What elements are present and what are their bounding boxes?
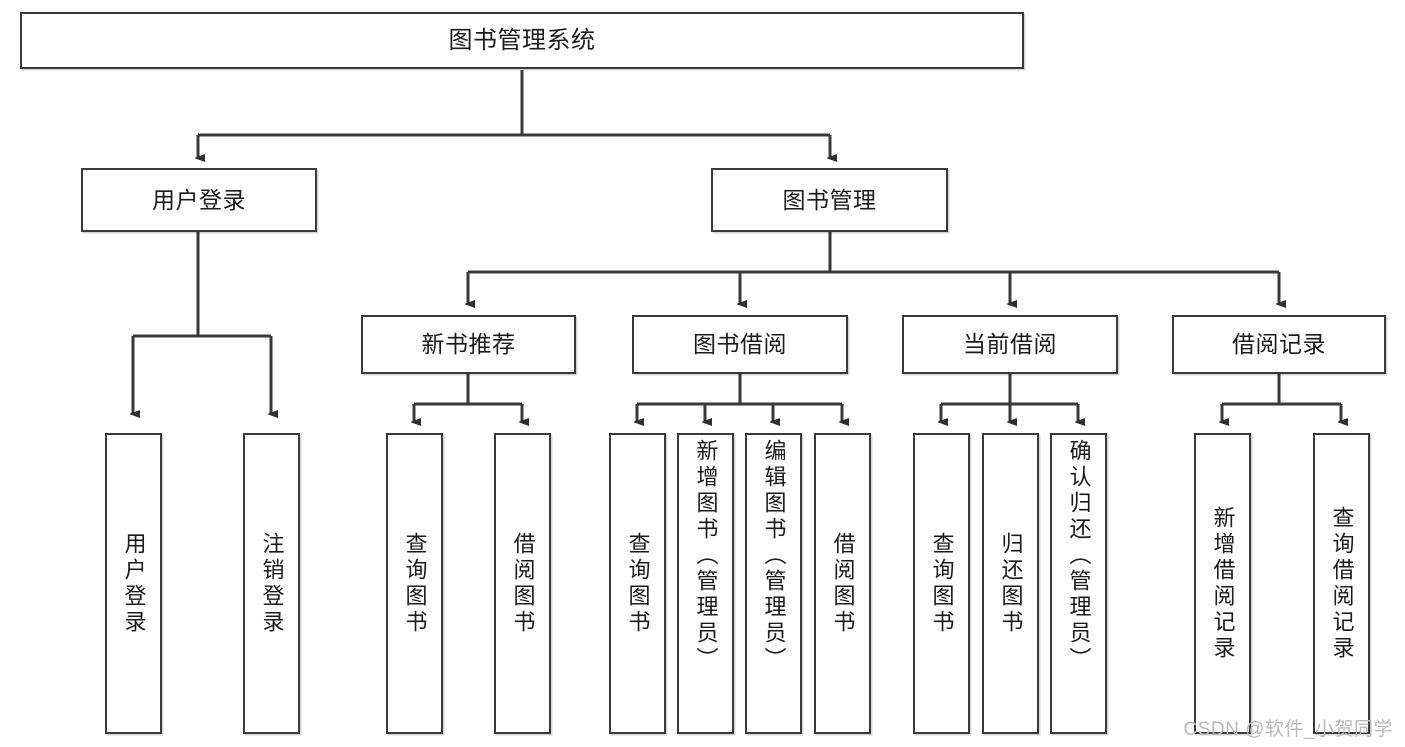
leaf-new-book-borrow-books[interactable]: 借阅图书: [494, 433, 551, 734]
node-book-management-system[interactable]: 图书管理系统: [20, 12, 1024, 69]
node-new-book-recommendation[interactable]: 新书推荐: [361, 315, 576, 374]
leaf-label: 注销登录: [259, 531, 285, 636]
leaf-user-login-signin[interactable]: 用户登录: [105, 433, 162, 734]
node-book-management[interactable]: 图书管理: [711, 168, 948, 232]
leaf-label: 编辑图书（管理员）: [761, 439, 787, 673]
leaf-current-borrow-confirm-return-admin[interactable]: 确认归还（管理员）: [1050, 433, 1107, 734]
leaf-label: 借阅图书: [510, 531, 536, 636]
leaf-user-login-signout[interactable]: 注销登录: [243, 433, 300, 734]
leaf-label: 查询图书: [929, 531, 955, 636]
leaf-borrow-record-add-record[interactable]: 新增借阅记录: [1194, 433, 1251, 734]
node-label: 新书推荐: [421, 331, 516, 358]
node-label: 用户登录: [152, 186, 246, 213]
leaf-label: 确认归还（管理员）: [1066, 439, 1092, 673]
leaf-current-borrow-return-books[interactable]: 归还图书: [982, 433, 1039, 734]
leaf-current-borrow-query-books[interactable]: 查询图书: [913, 433, 970, 734]
leaf-book-borrow-borrow-books[interactable]: 借阅图书: [814, 433, 871, 734]
leaf-label: 查询借阅记录: [1329, 505, 1355, 662]
leaf-book-borrow-edit-book-admin[interactable]: 编辑图书（管理员）: [745, 433, 802, 734]
node-label: 图书管理系统: [448, 26, 596, 54]
leaf-label: 新增借阅记录: [1210, 505, 1236, 662]
node-book-borrowing[interactable]: 图书借阅: [632, 315, 848, 374]
leaf-label: 查询图书: [625, 531, 651, 636]
node-borrowing-record[interactable]: 借阅记录: [1172, 315, 1386, 374]
leaf-label: 查询图书: [402, 531, 428, 636]
node-user-login[interactable]: 用户登录: [81, 168, 317, 232]
leaf-label: 新增图书（管理员）: [693, 439, 719, 673]
leaf-book-borrow-query-books[interactable]: 查询图书: [609, 433, 666, 734]
leaf-book-borrow-add-book-admin[interactable]: 新增图书（管理员）: [677, 433, 734, 734]
leaf-borrow-record-query-record[interactable]: 查询借阅记录: [1313, 433, 1370, 734]
node-label: 借阅记录: [1232, 331, 1326, 358]
node-label: 图书管理: [782, 186, 877, 213]
leaf-new-book-query-books[interactable]: 查询图书: [386, 433, 443, 734]
leaf-label: 用户登录: [121, 531, 147, 636]
node-label: 图书借阅: [693, 331, 787, 358]
leaf-label: 归还图书: [998, 531, 1024, 636]
node-label: 当前借阅: [963, 331, 1057, 358]
watermark-text: CSDN @软件_小贺同学: [1183, 719, 1393, 740]
leaf-label: 借阅图书: [830, 531, 856, 636]
node-current-borrowing[interactable]: 当前借阅: [902, 315, 1118, 374]
